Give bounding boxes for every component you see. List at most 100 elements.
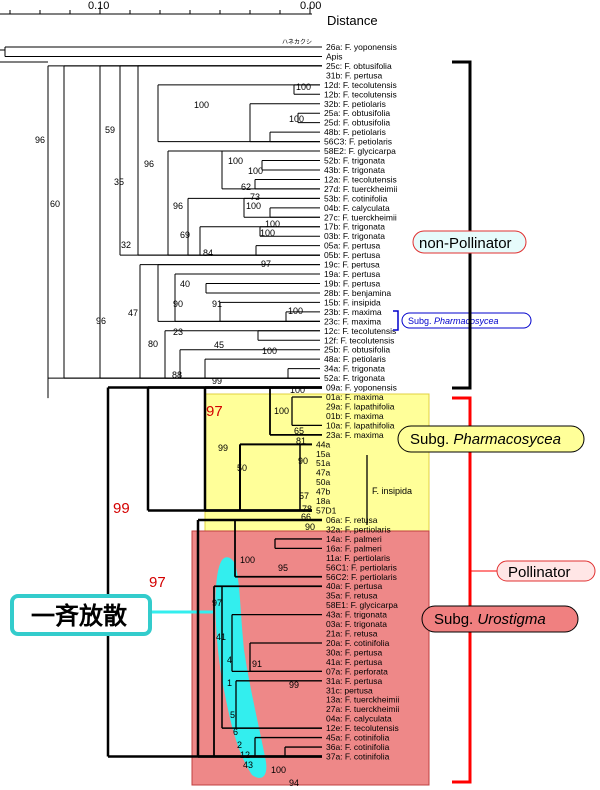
leaf-label: 13a: F. tuerckheimii	[326, 695, 399, 705]
leaf-label: 52a: F. trigonata	[324, 373, 385, 383]
bootstrap-value: 91	[212, 299, 222, 309]
leaf-label: 01a: F. maxima	[326, 392, 384, 402]
bootstrap-values: 96 60 96 59 35 32 47 100 100 100 96 100 …	[35, 82, 315, 788]
leaf-label: 57D1	[316, 506, 337, 516]
leaf-label: 50a	[316, 477, 330, 487]
bootstrap-value: 100	[194, 100, 209, 110]
leaf-label: 23c: F. maxima	[324, 316, 381, 326]
leaf-label: 20a: F. cotinifolia	[326, 638, 390, 648]
bootstrap-value: 100	[248, 166, 263, 176]
leaf-label: 19c: F. pertusa	[324, 260, 380, 270]
bootstrap-value: 100	[228, 156, 243, 166]
leaf-label: 48b: F. petiolaris	[324, 127, 386, 137]
tree-branches	[0, 46, 322, 758]
leaf-label: 31b: F. pertusa	[326, 70, 383, 80]
leaf-label: 37a: F. cotinifolia	[326, 752, 390, 762]
bootstrap-value: 5	[230, 710, 235, 720]
bootstrap-value: 100	[265, 219, 280, 229]
bootstrap-value: 60	[50, 199, 60, 209]
leaf-label: 31c: pertusa	[326, 685, 373, 695]
leaf-label: 25a: F. obtusifolia	[324, 108, 390, 118]
bootstrap-value: 1	[227, 678, 232, 688]
leaf-label: 44a	[316, 439, 330, 449]
bootstrap-value: 32	[121, 240, 131, 250]
bootstrap-value: 6	[233, 727, 238, 737]
bootstrap-value: 2	[237, 740, 242, 750]
leaf-label: 28b: F. benjamina	[324, 288, 391, 298]
leaf-label: 56C3: F. petiolaris	[324, 137, 392, 147]
bootstrap-value: 4	[227, 655, 232, 665]
bootstrap-value: 69	[180, 230, 190, 240]
leaf-label: 12f: F. tecolutensis	[324, 335, 394, 345]
bootstrap-value: 45	[214, 340, 224, 350]
bootstrap-value: 81	[296, 436, 306, 446]
bootstrap-value: 96	[173, 201, 183, 211]
leaf-label: 15a	[316, 449, 330, 459]
bootstrap-value: 100	[274, 406, 289, 416]
leaf-label: 23b: F. maxima	[324, 307, 382, 317]
insipida-label: F. insipida	[372, 486, 412, 496]
scale-bar: 0.10 0.00 Distance	[0, 0, 378, 28]
leaf-label: 07a: F. perforata	[326, 666, 388, 676]
bootstrap-value: 84	[203, 248, 213, 258]
burst-highlight	[215, 557, 267, 778]
leaf-label: 58E2: F. glycicarpa	[324, 146, 396, 156]
leaf-label: 19b: F. pertusa	[324, 279, 381, 289]
leaf-label: 30a: F. pertusa	[326, 647, 383, 657]
bootstrap-value-red: 99	[113, 500, 130, 517]
bootstrap-value: 65	[294, 426, 304, 436]
subg-pharmacosycea-bracket	[393, 310, 399, 331]
bootstrap-value: 100	[271, 765, 286, 775]
outgroup-note: ハネカクシ	[282, 39, 312, 46]
leaf-label: 58E1: F. glycicarpa	[326, 600, 398, 610]
leaf-label: 25c: F. obtusifolia	[326, 61, 392, 71]
scale-left-label: 0.10	[88, 0, 109, 12]
leaf-label: 25d: F. obtusifolia	[324, 118, 390, 128]
bootstrap-value: 41	[216, 632, 226, 642]
leaf-label: 45a: F. cotinifolia	[326, 733, 390, 743]
bootstrap-value: 12	[240, 750, 250, 760]
leaf-label: 05b: F. pertusa	[324, 250, 381, 260]
leaf-label: 05a: F. pertusa	[324, 241, 381, 251]
bootstrap-value: 73	[250, 192, 260, 202]
bootstrap-value: 99	[218, 443, 228, 453]
bootstrap-value: 100	[260, 228, 275, 238]
non-pollinator-bracket	[452, 60, 472, 390]
axis-title: Distance	[327, 13, 378, 28]
leaf-label: 12a: F. tecolutensis	[324, 174, 397, 184]
bootstrap-value: 78	[302, 504, 312, 514]
leaf-label: 21a: F. retusa	[326, 629, 378, 639]
bootstrap-value: 99	[289, 680, 299, 690]
leaf-label: 25b: F. obtusifolia	[324, 345, 390, 355]
bootstrap-value: 96	[35, 135, 45, 145]
burst-label: 一斉放散	[31, 602, 127, 630]
bootstrap-value: 97	[261, 259, 271, 269]
leaf-label: 10a: F. lapathifolia	[326, 420, 395, 430]
leaf-label: 43b: F. trigonata	[324, 165, 385, 175]
leaf-label: 12d: F. tecolutensis	[324, 80, 397, 90]
pollinator-label: Pollinator	[508, 564, 571, 581]
leaf-label: 09a: F. yoponensis	[326, 383, 397, 393]
leaf-label: 40a: F. pertusa	[326, 581, 383, 591]
bootstrap-value: 100	[246, 201, 261, 211]
leaf-label: 26a: F. yoponensis	[326, 42, 397, 52]
bootstrap-value: 50	[237, 463, 247, 473]
bootstrap-value: 100	[296, 82, 311, 92]
bootstrap-value: 35	[114, 177, 124, 187]
bootstrap-value: 96	[96, 316, 106, 326]
leaf-label: 35a: F. retusa	[326, 591, 378, 601]
bootstrap-value: 23	[173, 327, 183, 337]
leaf-label: 47a	[316, 468, 330, 478]
subg-pharmacosycea-label: Subg. Pharmacosycea	[410, 431, 561, 448]
leaf-label: 41a: F. pertusa	[326, 657, 383, 667]
subg-urostigma-label: Subg. Urostigma	[434, 611, 546, 628]
leaf-label: 32a: F. pertiolaris	[326, 524, 391, 534]
bootstrap-value: 100	[290, 385, 305, 395]
bootstrap-value-red: 97	[206, 403, 223, 420]
leaf-label: 52b: F. trigonata	[324, 156, 385, 166]
bootstrap-value: 100	[262, 346, 277, 356]
leaf-label: 27c: F. tuerckheimii	[324, 212, 397, 222]
leaf-label: 12b: F. tecolutensis	[324, 89, 397, 99]
leaf-label: 47b	[316, 487, 330, 497]
